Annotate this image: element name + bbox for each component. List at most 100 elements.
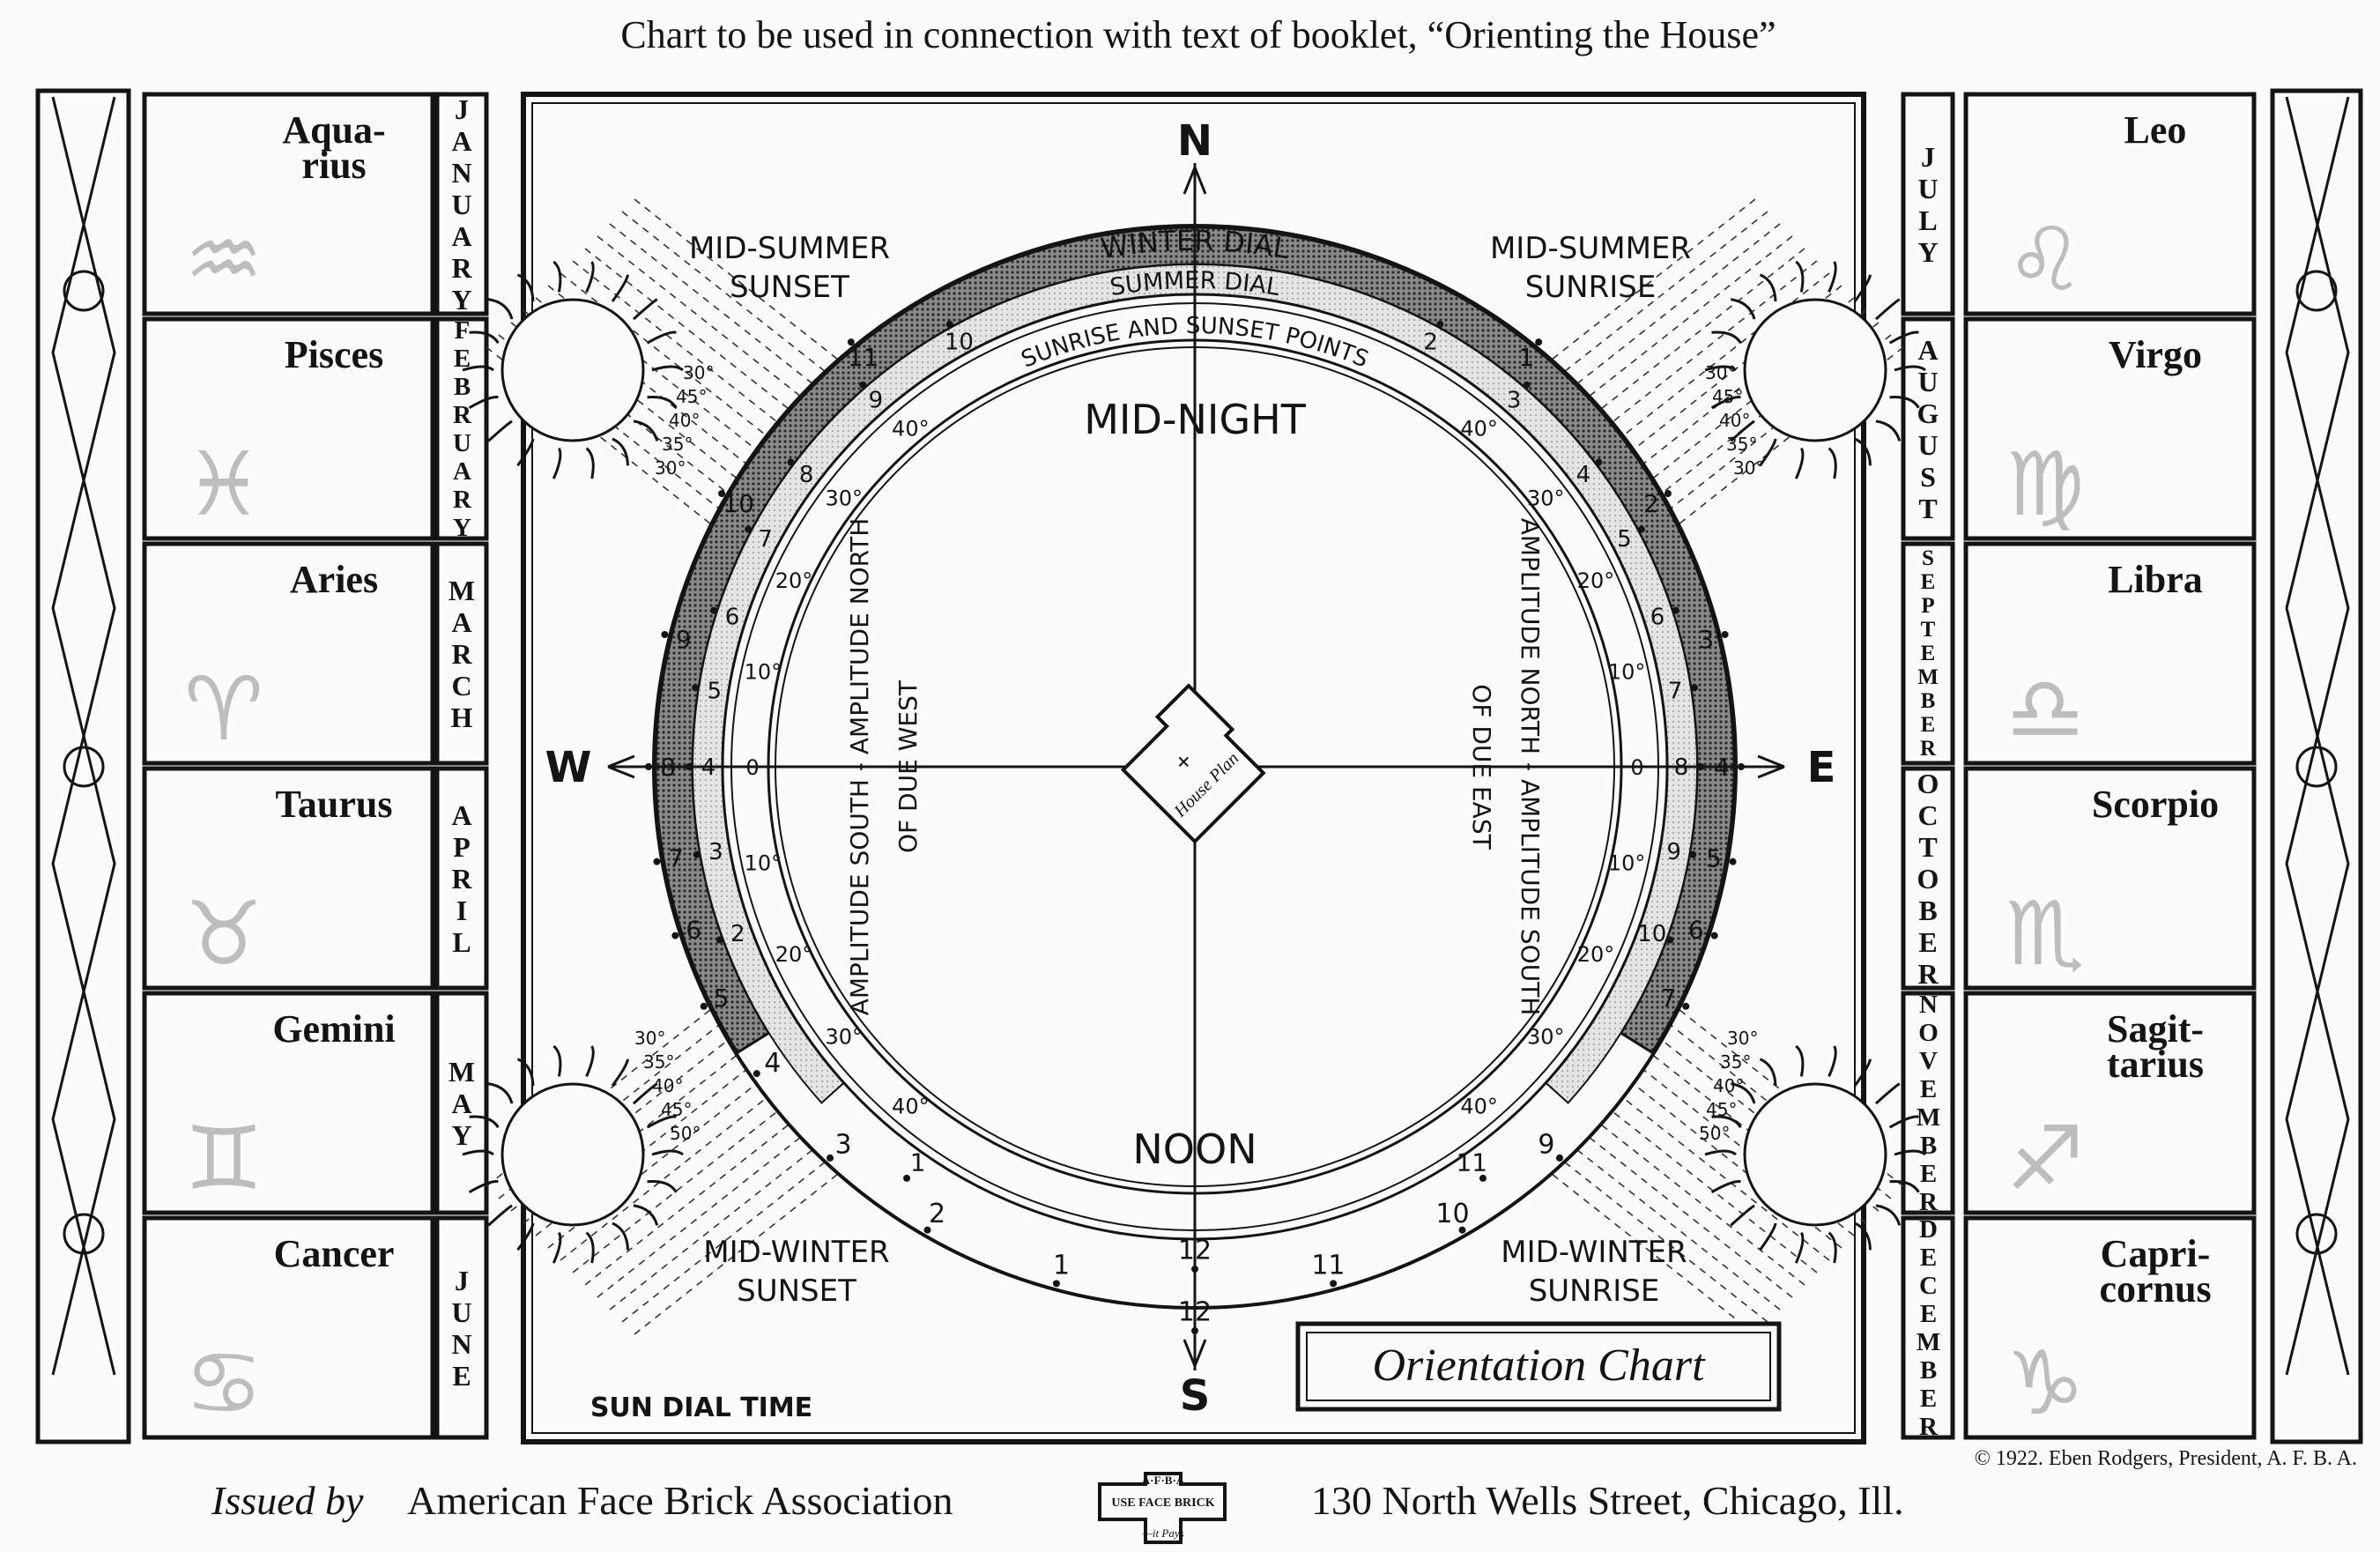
winter-dial-hour: 5 [1706, 844, 1722, 873]
month-text: MARCH [446, 574, 478, 733]
sun-flame [1710, 1180, 1741, 1194]
zodiac-name: Aries [290, 558, 378, 601]
summer-dial-hour: 5 [708, 679, 723, 705]
ray-angle-label: 30° [1727, 1028, 1758, 1049]
month-frame [1901, 541, 1955, 766]
hour-tick [692, 684, 700, 692]
address: 130 North Wells Street, Chicago, Ill. [1311, 1478, 1904, 1523]
amplitude-degree-west: 10° [745, 659, 782, 684]
hour-tick [1664, 490, 1672, 497]
sun-flame [1828, 447, 1837, 479]
hour-tick [710, 606, 718, 614]
month-text: APRIL [446, 798, 478, 958]
copyright: © 1922. Eben Rodgers, President, A. F. B… [1975, 1447, 2357, 1470]
sun-flame [611, 1058, 629, 1087]
noon-dial-hour: 11 [1311, 1251, 1345, 1281]
zodiac-frame [142, 92, 435, 316]
hour-tick [1535, 338, 1543, 346]
hour-tick [1555, 1154, 1563, 1162]
amplitude-degree-east: 40° [1460, 1095, 1498, 1119]
summer-dial-hour: 10 [945, 329, 974, 355]
zodiac-frame [1963, 1215, 2257, 1440]
zodiac-frame [1963, 541, 2257, 766]
winter-dial-hour: 9 [676, 625, 692, 654]
central-frame-inner [531, 102, 1856, 1434]
orientation-chart-title: Orientation Chart [1372, 1340, 1706, 1391]
zodiac-frame [1963, 766, 2257, 991]
hour-tick [923, 1226, 931, 1234]
sun-flame [1711, 1115, 1742, 1129]
summer-dial-hour: 5 [1617, 526, 1632, 553]
month-text: AUGUST [1912, 333, 1944, 524]
month-frame [1901, 766, 1955, 991]
sun-flame [552, 1044, 562, 1077]
sun-flame [1710, 396, 1741, 410]
sun-face-icon [1704, 1044, 1926, 1264]
hour-tick [1595, 458, 1603, 466]
sun-flame [611, 274, 629, 302]
hour-tick [1436, 320, 1444, 328]
month-frame [1901, 991, 1955, 1215]
sun-flame [1759, 1058, 1777, 1087]
noon-dial-hour: 11 [1456, 1148, 1487, 1177]
sun-flame [585, 1045, 595, 1077]
hour-tick [903, 1174, 911, 1182]
zodiac-name: Leo [2124, 108, 2187, 152]
zodiac-sign-icon: ♉ [184, 882, 263, 985]
afba-logo: A·F·B·A USE FACE BRICK —it Pays [1098, 1472, 1227, 1544]
sun-face-icon [462, 260, 684, 479]
hour-tick [1637, 525, 1645, 533]
zodiac-sign-icon: ♊ [184, 1107, 263, 1210]
ray-angle-label: 40° [669, 410, 700, 431]
ray-angle-label: 35° [643, 1051, 674, 1073]
summer-dial-hour: 2 [1423, 329, 1438, 355]
zodiac-name: Scorpio [2092, 783, 2219, 826]
sun-flame [487, 298, 514, 320]
hour-tick [1458, 1226, 1466, 1234]
month-text: FEBRUARY [448, 316, 477, 542]
left-decorative-border [35, 88, 131, 1444]
sun-flame [1889, 1180, 1920, 1193]
month-label-october: OCTOBER [1903, 767, 1953, 990]
hour-tick [661, 631, 669, 639]
winter-dial-hour: 11 [848, 343, 879, 372]
zodiac-name: Taurus [276, 783, 393, 826]
zodiac-name-line: Virgo [2109, 333, 2202, 376]
zodiac-frame [142, 541, 435, 766]
sun-flame [1894, 365, 1926, 372]
summer-dial-hour: 3 [708, 839, 723, 865]
compass-north: N [1177, 116, 1212, 166]
sun-flame [1711, 330, 1742, 345]
compass-south: S [1180, 1371, 1211, 1421]
zodiac-frame [1963, 92, 2257, 316]
summer-dial-hour: 9 [1666, 839, 1681, 865]
sun-flame [612, 1222, 629, 1251]
left-zodiac-panel: ♓Pisces [142, 316, 489, 541]
sun-flame [632, 1082, 658, 1105]
month-label-august: AUGUST [1903, 319, 1953, 538]
sun-flame [462, 365, 494, 372]
zodiac-name-line: Aqua- [282, 108, 385, 152]
ray-angle-label: 30° [1733, 457, 1764, 479]
sun-flame [487, 420, 513, 442]
zodiac-sign-icon: ♒ [184, 208, 263, 311]
sun-flame [1759, 273, 1777, 302]
amplitude-degree-east: 30° [1527, 486, 1565, 510]
hour-tick [1721, 631, 1729, 639]
sun-flame [1795, 1044, 1805, 1077]
amplitude-degree-east: 20° [1577, 568, 1615, 593]
zodiac-name-line: Gemini [272, 1007, 395, 1051]
month-text: OCTOBER [1912, 767, 1944, 990]
zodiac-name: Pisces [285, 333, 383, 376]
month-frame [1901, 1215, 1955, 1440]
month-label-march: MARCH [437, 544, 486, 763]
sun-flame [1889, 396, 1920, 409]
sun-flame [585, 447, 595, 479]
footer: © 1922. Eben Rodgers, President, A. F. B… [211, 1447, 2357, 1544]
sun-flame [1730, 298, 1756, 320]
month-label-june: JUNE [437, 1218, 486, 1437]
sun-flame [1853, 1058, 1872, 1087]
